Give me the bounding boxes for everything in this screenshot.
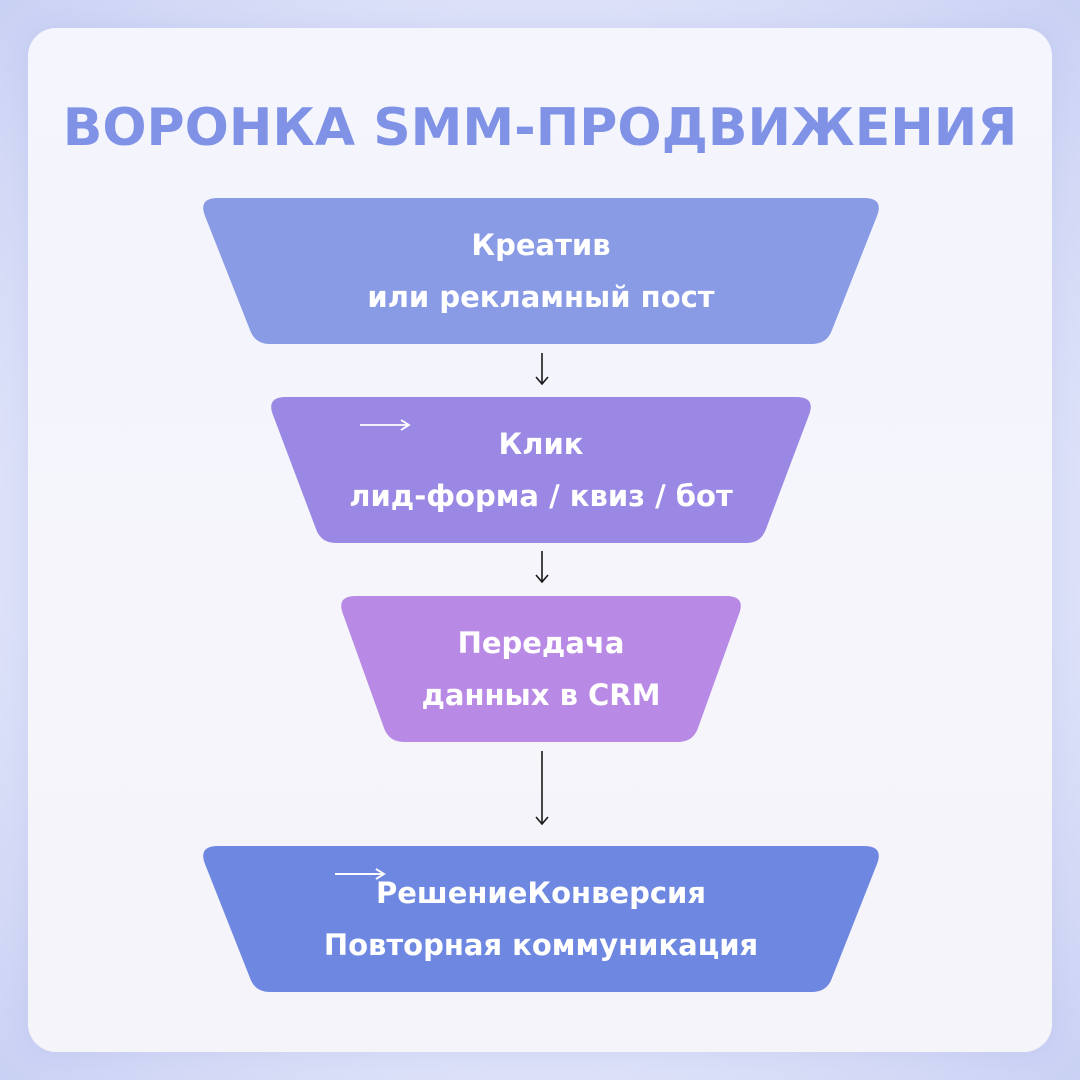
- funnel-stage-2: Клик лид-форма / квиз / бот: [268, 397, 814, 543]
- funnel-stage-1-text: Креатив или рекламный пост: [367, 219, 714, 323]
- funnel-stage-3-text: Передача данных в CRM: [421, 617, 660, 721]
- funnel-stage-1-title: Креатив: [471, 228, 611, 262]
- funnel-stage-2-shape: [271, 397, 811, 543]
- funnel-stage-1-shape: [203, 198, 879, 344]
- funnel-stage-3: Передача данных в CRM: [338, 596, 744, 742]
- funnel-stage-2-title: Клик: [498, 427, 584, 461]
- funnel-stage-3-shape: [341, 596, 741, 742]
- funnel-stage-3-subtitle: данных в CRM: [421, 678, 661, 712]
- funnel-stage-2-subtitle: лид-форма / квиз / бот: [349, 479, 733, 513]
- funnel-stage-3-title: Передача: [457, 626, 625, 660]
- funnel-stage-4-step-decision: Решение: [375, 876, 528, 910]
- funnel-stage-1: Креатив или рекламный пост: [200, 198, 882, 344]
- arrow-down-icon: [535, 551, 549, 584]
- funnel-stage-4-shape: [203, 846, 879, 992]
- funnel-stage-1-subtitle: или рекламный пост: [367, 280, 715, 314]
- funnel-stage-4-step-conversion: Конверсия: [527, 876, 706, 910]
- funnel-stage-2-title-line: Клик: [349, 418, 733, 470]
- arrow-right-icon: [334, 868, 386, 880]
- arrow-down-icon: [535, 353, 549, 386]
- funnel-stage-2-text: Клик лид-форма / квиз / бот: [349, 418, 733, 522]
- funnel-stage-4-subtitle: Повторная коммуникация: [323, 928, 759, 962]
- arrow-right-icon: [360, 419, 411, 431]
- page-title: ВОРОНКА SMM-ПРОДВИЖЕНИЯ: [62, 98, 1018, 158]
- arrow-down-icon: [535, 751, 549, 826]
